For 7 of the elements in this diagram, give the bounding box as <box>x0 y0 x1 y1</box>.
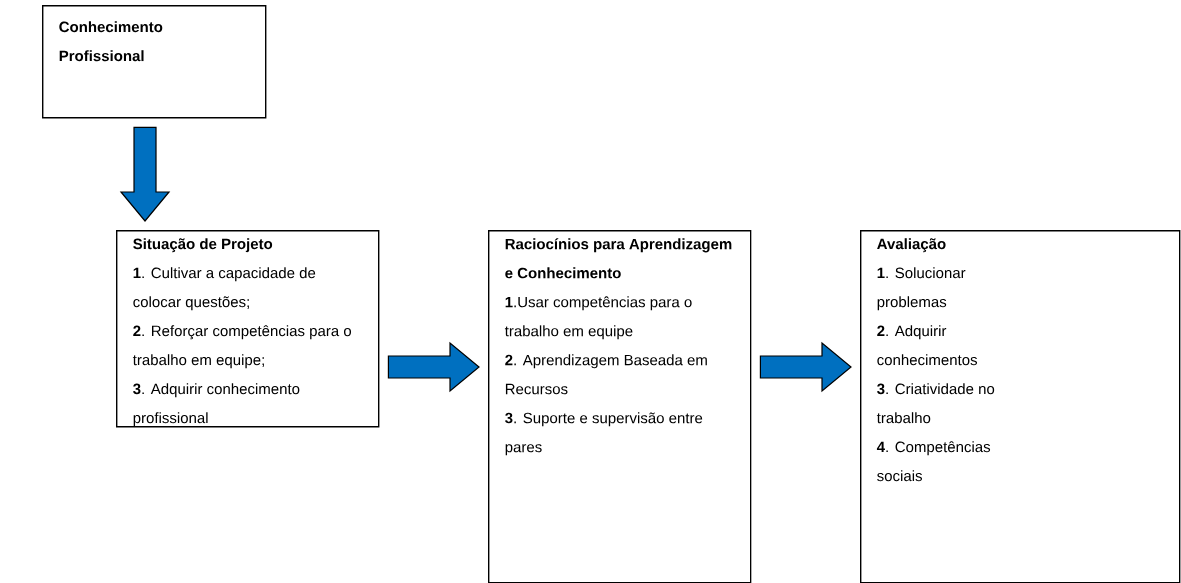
process-box: Situação de Projeto 1. Cultivar a capacidade de colocar questões; 2. Reforçar competências para o trabalho em equipe; 3. Adquirir conhecimento profissional <box>116 230 380 428</box>
process-box: Conhecimento Profissional <box>42 5 267 119</box>
block-arrow <box>387 341 480 393</box>
process-box: Avaliação 1. Solucionar problemas 2. Adquirir conhecimentos 3. Criatividade no trabalho 4. Competências sociais <box>860 230 1181 583</box>
block-arrow <box>119 126 171 222</box>
block-arrow <box>759 341 852 393</box>
process-box: Raciocínios para Aprendizagem e Conhecimento 1.Usar competências para o trabalho em equipe 2. Aprendizagem Baseada em Recursos 3. Suporte e supervisão entre pares <box>488 230 752 583</box>
